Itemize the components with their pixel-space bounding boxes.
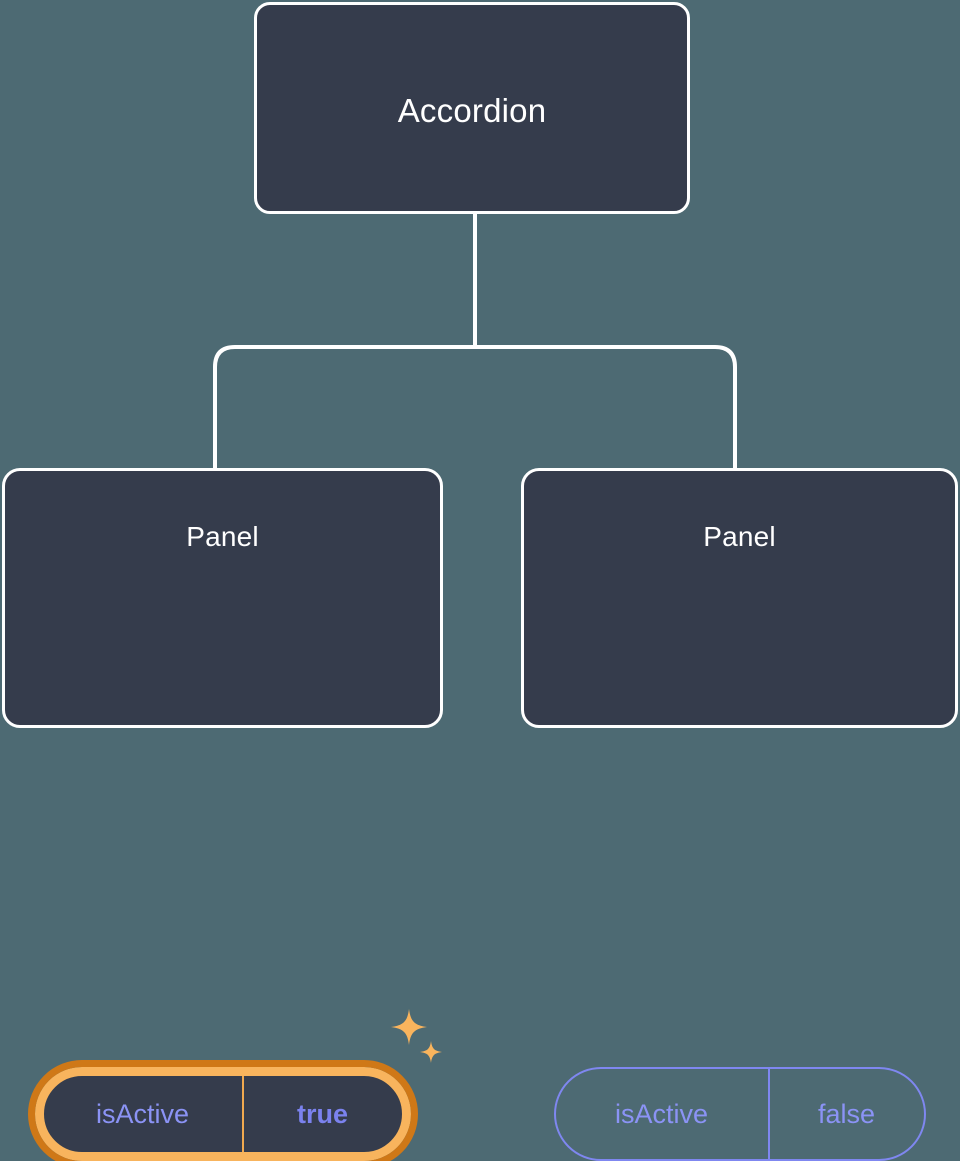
connector-child-bus xyxy=(213,345,737,468)
prop-pill-is-active-false[interactable]: isActive false xyxy=(553,1067,926,1161)
sparkle-icon xyxy=(391,1009,427,1045)
node-panel-inactive[interactable]: Panel isActive false xyxy=(521,468,958,1161)
prop-pill-active-wrap: isActive true xyxy=(5,1060,440,1161)
node-panel-active[interactable]: Panel isActive true xyxy=(2,468,443,1161)
node-panel-active-title: Panel xyxy=(186,521,259,552)
prop-key-is-active-false: isActive xyxy=(556,1069,770,1159)
prop-value-is-active-false: false xyxy=(817,1098,876,1129)
node-accordion[interactable]: Accordion xyxy=(254,2,690,214)
node-panel-inactive-title: Panel xyxy=(703,521,776,552)
sparkle-small-icon xyxy=(420,1041,442,1063)
prop-key-is-active: isActive xyxy=(44,1076,244,1152)
sparkle-group xyxy=(391,1009,442,1063)
prop-pill-inactive-wrap: isActive false xyxy=(524,1067,955,1161)
node-accordion-title: Accordion xyxy=(397,92,547,129)
prop-pill-is-active[interactable]: isActive true xyxy=(27,1060,418,1161)
prop-value-is-active: true xyxy=(296,1098,348,1129)
